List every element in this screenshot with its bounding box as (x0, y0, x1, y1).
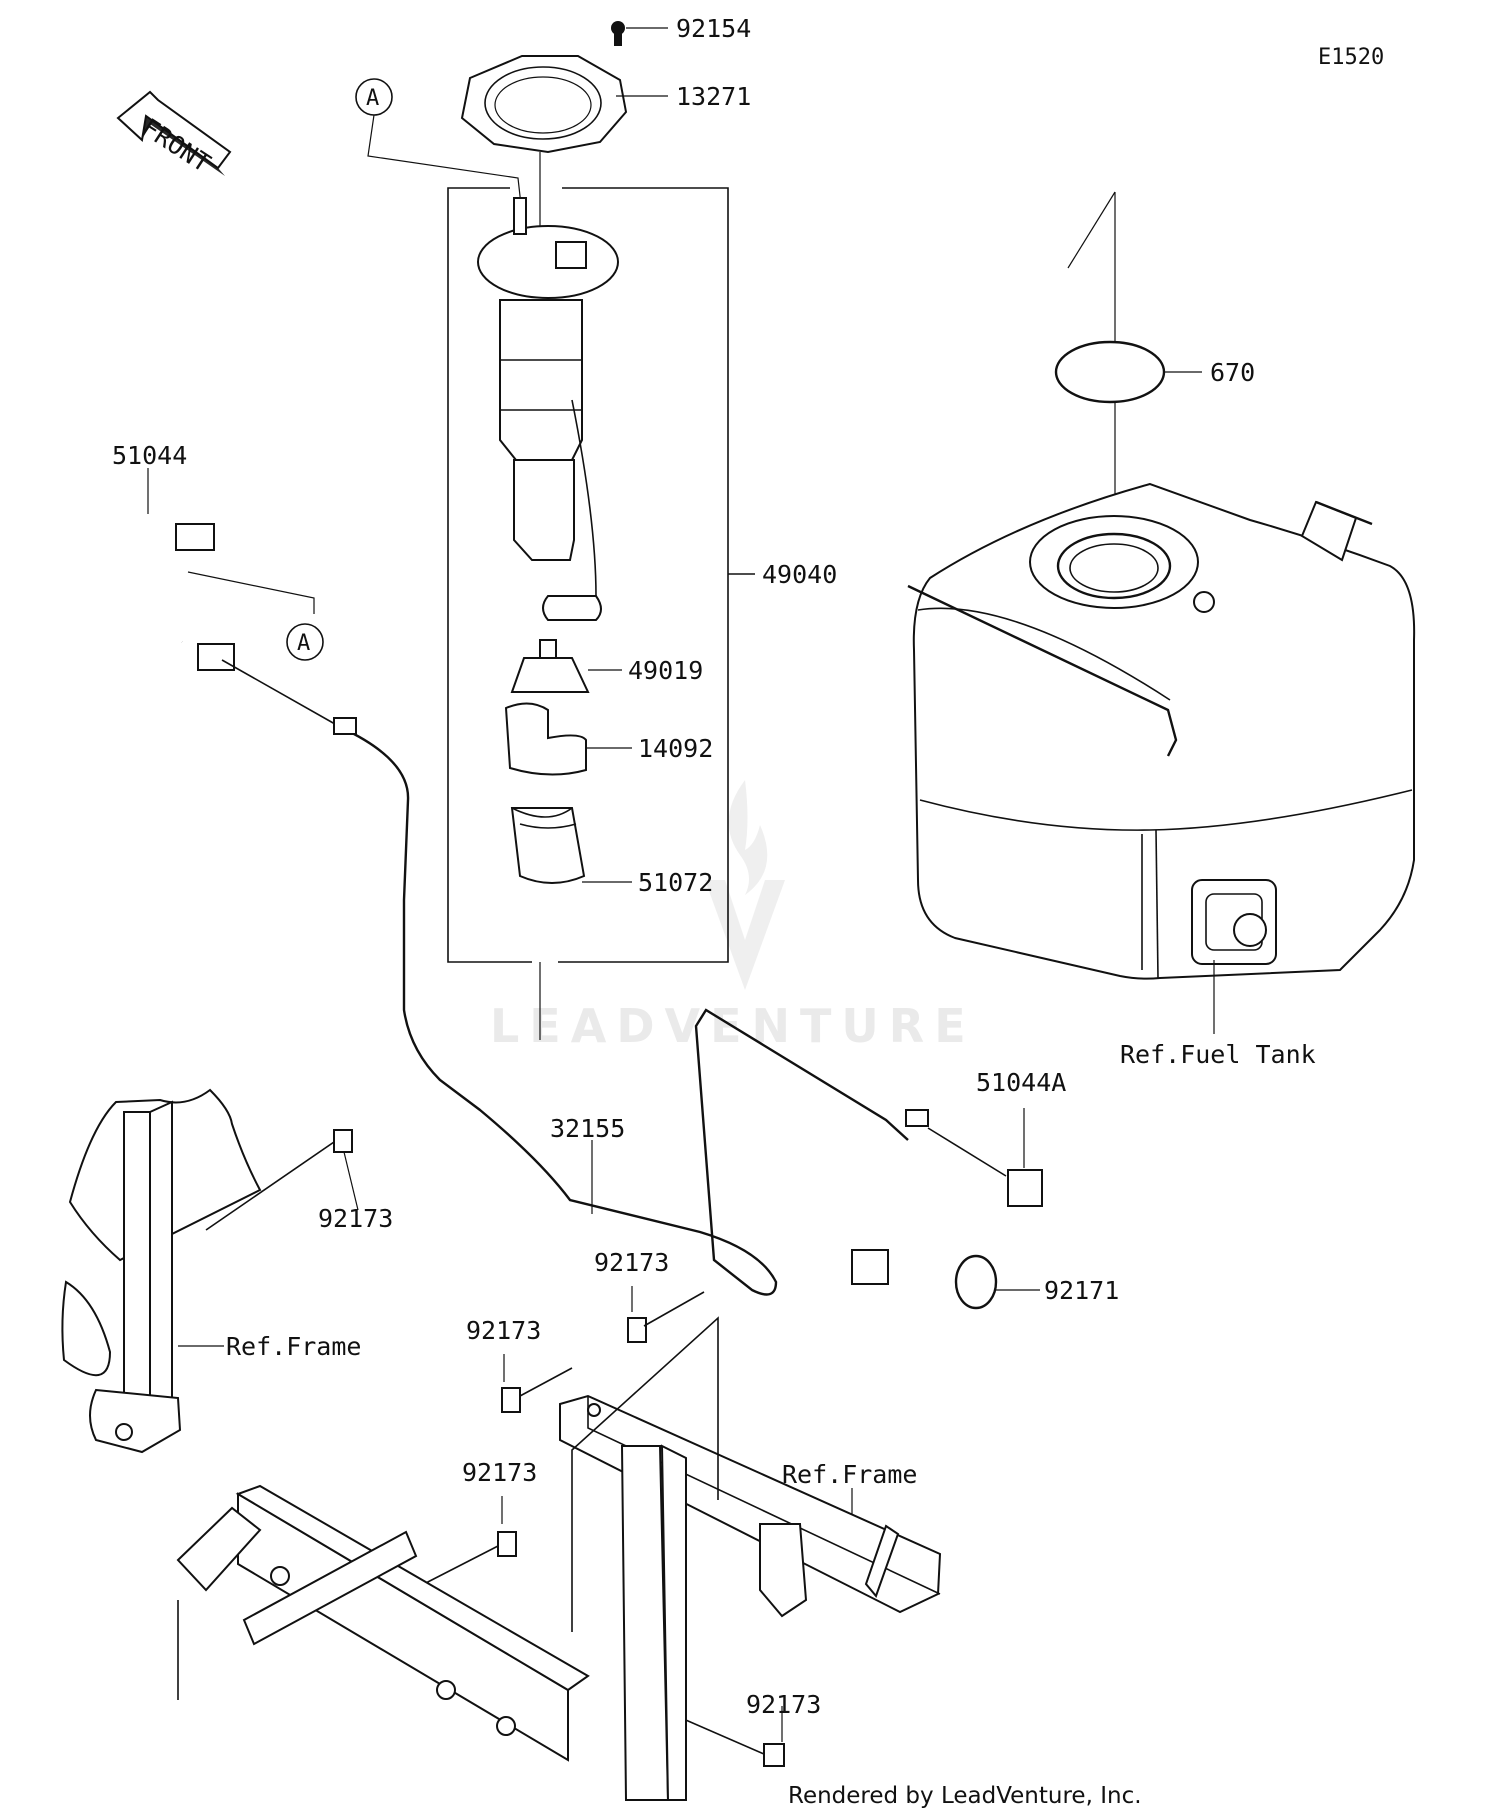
part-label-49019: 49019 (628, 656, 703, 685)
part-label-51044: 51044 (112, 441, 187, 470)
part-label-14092: 14092 (638, 734, 713, 763)
part-label-670: 670 (1210, 358, 1255, 387)
clip-92173-left[interactable] (333, 1129, 353, 1153)
part-label-32155: 32155 (550, 1114, 625, 1143)
callout-a-top: A (366, 86, 379, 111)
watermark-text: LEADVENTURE (490, 999, 976, 1053)
part-label-13271: 13271 (676, 82, 751, 111)
front-arrow-icon: FRONT (116, 90, 232, 178)
o-ring-670[interactable] (1054, 340, 1166, 404)
clamp-92171[interactable] (954, 1254, 998, 1310)
part-label-92154: 92154 (676, 14, 751, 43)
ref-frame-left-label: Ref.Frame (226, 1332, 361, 1361)
part-label-49040: 49040 (762, 560, 837, 589)
plate-13271[interactable] (460, 55, 628, 154)
ref-fuel-tank-label: Ref.Fuel Tank (1120, 1040, 1316, 1069)
ref-frame-right-label: Ref.Frame (782, 1460, 917, 1489)
clip-92173-center[interactable] (501, 1387, 521, 1413)
hose-51044a[interactable] (851, 1127, 1043, 1285)
part-label-92173-bottom: 92173 (746, 1690, 821, 1719)
holder-14092[interactable] (504, 702, 587, 776)
screw-92154[interactable] (611, 21, 625, 46)
part-label-92173-center: 92173 (466, 1316, 541, 1345)
fuel-tank[interactable] (907, 482, 1416, 980)
hose-51044[interactable] (105, 523, 315, 671)
part-label-51072: 51072 (638, 868, 713, 897)
diagram-code: E1520 (1318, 45, 1384, 70)
part-label-51044a: 51044A (976, 1068, 1066, 1097)
leadventure-watermark: LEADVENTURE (490, 780, 976, 1053)
part-label-92173-lower: 92173 (462, 1458, 537, 1487)
fuel-line-32155[interactable] (221, 659, 929, 1296)
callout-a-left: A (297, 631, 310, 656)
render-credit: Rendered by LeadVenture, Inc. (788, 1783, 1142, 1809)
frame-right[interactable] (176, 1316, 942, 1801)
strainer-51072[interactable] (510, 807, 586, 884)
fuel-pump-assembly: A (355, 21, 755, 1040)
filter-49019[interactable] (510, 639, 590, 693)
part-label-92173-left: 92173 (318, 1204, 393, 1233)
part-label-92173-mid: 92173 (594, 1248, 669, 1277)
part-label-92171: 92171 (1044, 1276, 1119, 1305)
fuel-pump-module[interactable] (477, 197, 619, 621)
frame-left[interactable] (61, 1088, 262, 1454)
clip-92173-mid[interactable] (627, 1317, 647, 1343)
clip-92173-bottom[interactable] (763, 1743, 785, 1767)
clip-92173-lower[interactable] (497, 1531, 517, 1557)
